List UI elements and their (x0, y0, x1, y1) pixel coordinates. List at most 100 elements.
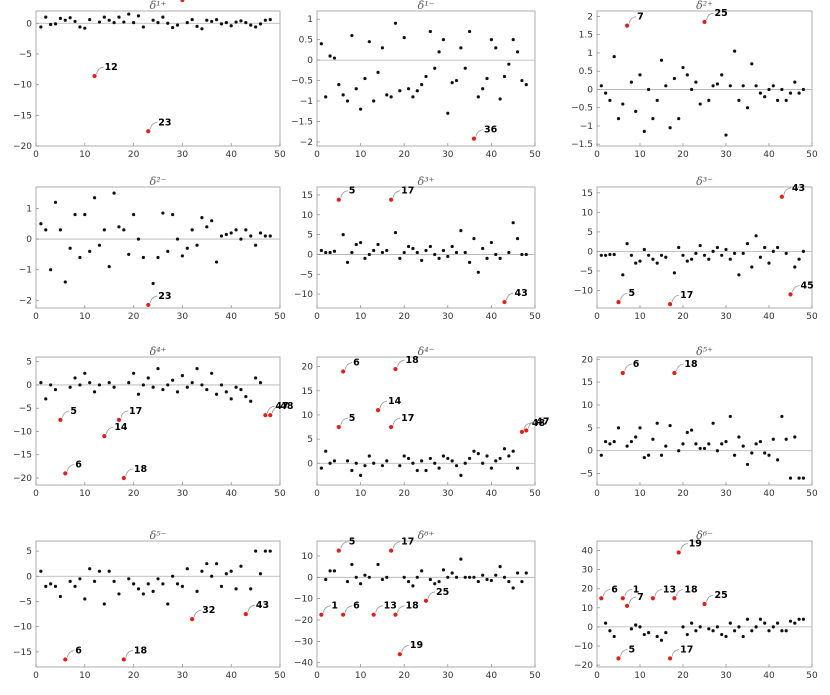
data-point (345, 260, 350, 264)
annotation-leader (105, 426, 114, 435)
chart-title: δ³⁺ (418, 175, 435, 188)
data-point (612, 634, 616, 639)
outlier-point (180, 0, 185, 3)
data-point (195, 24, 199, 28)
annotation-label: 5 (629, 644, 636, 655)
data-point (244, 394, 248, 399)
x-tick-label: 50 (529, 489, 541, 499)
data-point (459, 46, 463, 50)
data-point (784, 437, 788, 441)
annotation-leader (523, 422, 531, 430)
chart-title: δ²⁻ (150, 175, 167, 188)
data-point (402, 250, 406, 255)
data-point (468, 456, 472, 461)
y-tick-label: 30 (582, 566, 594, 576)
data-point (494, 46, 498, 50)
data-point (166, 21, 170, 25)
data-point (612, 55, 616, 59)
x-tick-label: 20 (677, 312, 689, 322)
plot-frame (35, 540, 281, 668)
x-tick-label: 50 (806, 671, 818, 681)
annotation-leader (120, 410, 129, 418)
y-tick-label: −1.5 (571, 140, 593, 150)
outlier-point (779, 194, 785, 199)
data-point (406, 244, 411, 249)
data-point (239, 387, 243, 392)
data-point (604, 621, 608, 625)
outlier-point (397, 652, 402, 657)
data-point (156, 367, 160, 371)
data-point (511, 38, 515, 42)
chart-title: δ⁶⁻ (696, 529, 713, 542)
data-point (39, 25, 43, 29)
data-point (489, 466, 493, 470)
y-tick-label: −15 (13, 451, 32, 461)
data-point (39, 569, 43, 573)
data-point (463, 461, 467, 465)
data-point (411, 246, 415, 251)
data-point (205, 387, 209, 392)
data-point (350, 468, 354, 473)
data-point (63, 18, 67, 22)
data-point (350, 33, 354, 38)
annotation-leader (602, 588, 611, 597)
annotation-leader (706, 594, 714, 603)
annotation-leader (344, 362, 353, 370)
data-point (793, 621, 797, 625)
data-point (454, 575, 459, 579)
y-tick-label: 5 (307, 231, 313, 241)
data-point (214, 17, 219, 22)
data-point (784, 629, 788, 633)
x-tick-label: 40 (486, 671, 498, 681)
data-point (638, 259, 642, 263)
x-tick-label: 10 (355, 150, 367, 160)
data-point (437, 466, 441, 470)
data-point (634, 623, 638, 627)
y-tick-label: 1 (307, 15, 313, 25)
data-point (411, 461, 415, 465)
data-point (454, 464, 459, 468)
x-tick-label: 30 (442, 671, 454, 681)
data-point (758, 617, 763, 621)
data-point (92, 196, 97, 200)
y-tick-label: −20 (294, 616, 313, 626)
data-point (668, 126, 672, 130)
data-point (97, 569, 102, 573)
data-point (136, 587, 141, 591)
data-point (424, 468, 428, 473)
plot-frame (596, 356, 813, 486)
data-point (239, 19, 243, 23)
data-point (608, 629, 612, 633)
x-tick-label: 20 (398, 671, 410, 681)
y-tick-label: 5 (307, 435, 313, 445)
data-point (44, 228, 48, 232)
data-point (481, 246, 485, 251)
data-point (690, 428, 694, 432)
data-point (750, 451, 754, 455)
data-point (420, 258, 424, 262)
x-tick-label: 20 (677, 150, 689, 160)
data-point (634, 261, 638, 265)
annotation-leader (266, 405, 275, 414)
data-point (655, 98, 659, 102)
data-point (258, 381, 263, 385)
y-tick-label: 0 (587, 623, 593, 633)
annotation-label: 5 (349, 537, 356, 548)
data-point (694, 251, 698, 255)
data-point (239, 564, 243, 568)
data-point (83, 371, 87, 375)
data-point (741, 84, 745, 88)
data-point (655, 261, 659, 265)
plot-frame (35, 186, 281, 309)
data-point (83, 597, 87, 601)
plot-frame (316, 356, 536, 486)
data-point (420, 459, 424, 463)
data-point (415, 575, 419, 579)
data-point (229, 569, 233, 573)
y-tick-label: −5 (300, 270, 313, 280)
data-point (446, 456, 450, 461)
data-point (441, 568, 446, 572)
data-point (112, 385, 116, 389)
